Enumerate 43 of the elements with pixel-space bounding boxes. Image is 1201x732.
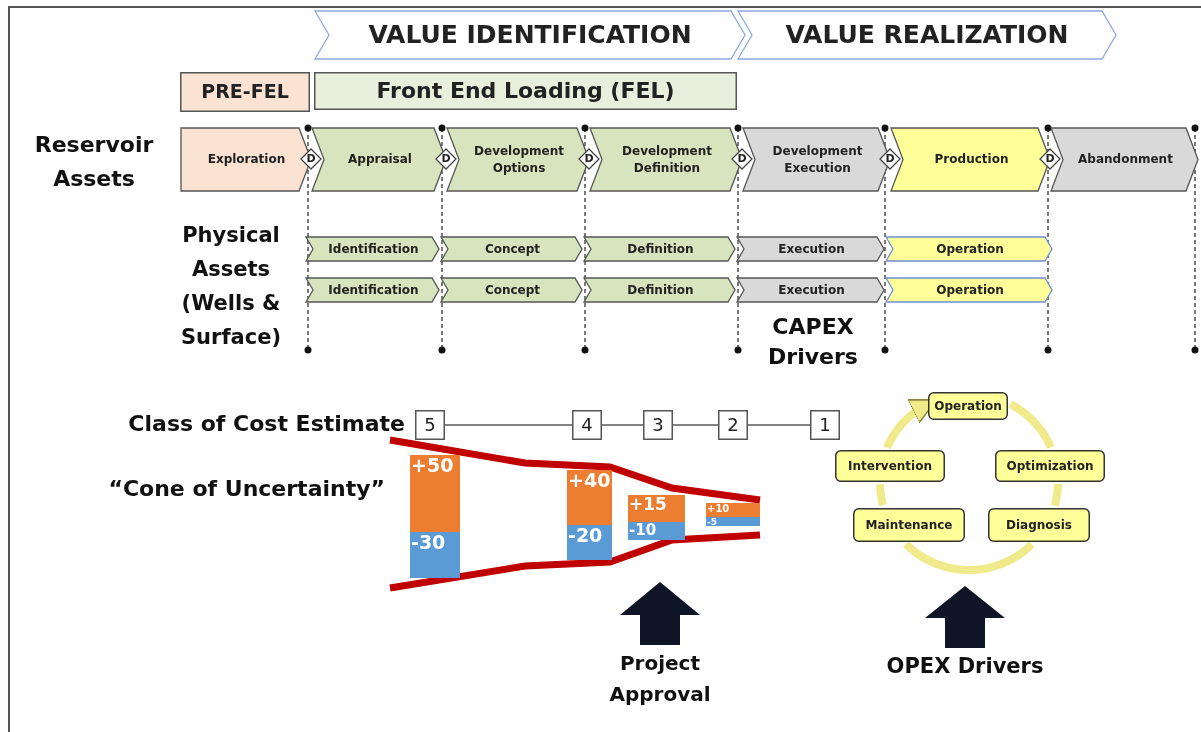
- cycle-box: Intervention: [835, 450, 945, 482]
- uncertainty-bar: +10: [706, 503, 760, 517]
- cycle-box: Optimization: [995, 450, 1105, 482]
- class-box: 2: [718, 410, 748, 440]
- cycle-box: Operation: [928, 392, 1008, 420]
- activity-step: Definition: [584, 236, 735, 262]
- phase-banner: VALUE REALIZATION: [738, 10, 1116, 60]
- cone-label: “Cone of Uncertainty”: [107, 475, 385, 503]
- activity-step: Concept: [441, 277, 582, 303]
- activity-step: Concept: [441, 236, 582, 262]
- uncertainty-bar: -30: [410, 532, 460, 578]
- uncertainty-bar: -20: [567, 525, 612, 560]
- class-box: 4: [572, 410, 602, 440]
- uncertainty-bar: +50: [410, 455, 460, 532]
- connector-line: [601, 424, 644, 426]
- activity-step: Execution: [737, 277, 884, 303]
- phase-box: PRE-FEL: [180, 72, 310, 112]
- uncertainty-bar: +15: [628, 495, 685, 522]
- phase-banner: VALUE IDENTIFICATION: [315, 10, 745, 60]
- uncertainty-bar: +40: [567, 470, 612, 525]
- activity-step: Execution: [737, 236, 884, 262]
- activity-step: Operation: [886, 236, 1052, 262]
- driver-label: OPEX Drivers: [885, 653, 1045, 680]
- phase-box: Front End Loading (FEL): [314, 72, 737, 110]
- connector-line: [672, 424, 719, 426]
- cycle-box: Diagnosis: [988, 508, 1090, 542]
- cycle-box: Maintenance: [853, 508, 965, 542]
- activity-step: Identification: [306, 236, 439, 262]
- row-heading: Physical Assets (Wells & Surface): [180, 222, 282, 351]
- class-box: 5: [415, 410, 445, 440]
- row-heading: Class of Cost Estimate: [127, 410, 405, 438]
- class-box: 1: [810, 410, 840, 440]
- uncertainty-bar: -5: [706, 517, 760, 526]
- activity-step: Definition: [584, 277, 735, 303]
- connector-line: [747, 424, 811, 426]
- connector-line: [444, 424, 573, 426]
- driver-label: Project Approval: [608, 650, 712, 708]
- row-heading: Reservoir Assets: [33, 131, 155, 193]
- activity-step: Identification: [306, 277, 439, 303]
- driver-label: CAPEX Drivers: [767, 313, 859, 371]
- class-box: 3: [643, 410, 673, 440]
- activity-step: Operation: [886, 277, 1052, 303]
- uncertainty-bar: -10: [628, 522, 685, 540]
